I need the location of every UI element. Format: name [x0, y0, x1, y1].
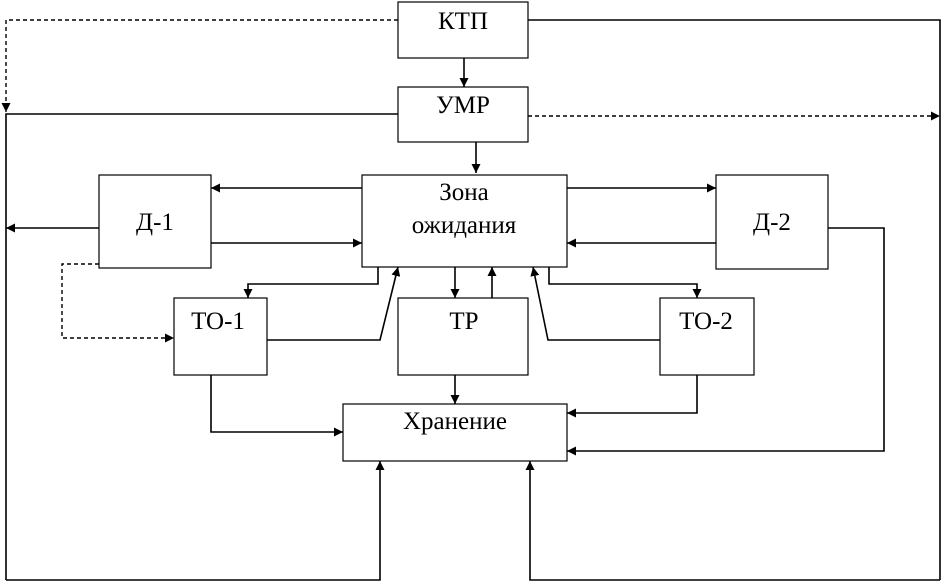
- to1-box: [173, 297, 268, 376]
- arrow-zone-to2: [548, 267, 702, 298]
- arrow-to1-zone: [267, 266, 401, 341]
- d1-label: Д-1: [136, 209, 174, 236]
- dashed-ktp-left: [1, 19, 398, 112]
- d2-box: [715, 174, 829, 270]
- line-ktp-right: [528, 19, 941, 580]
- arrow-to1-storage: [210, 375, 343, 437]
- waiting-zone-label-2: ожидания: [412, 212, 517, 239]
- arrow-zone-to1: [243, 267, 379, 298]
- tr-box: [397, 297, 529, 376]
- storage-label: Хранение: [403, 408, 507, 435]
- dashed-d1-to1: [61, 263, 174, 343]
- line-umr-left: [5, 113, 398, 580]
- arrow-d2-storage: [567, 227, 885, 456]
- to1-label: ТО-1: [191, 308, 245, 335]
- to2-box: [659, 297, 755, 376]
- arrow-to2-zone: [530, 266, 660, 341]
- arrow-to2-storage: [567, 375, 698, 418]
- umr-label: УМР: [436, 92, 490, 119]
- waiting-zone-label-1: Зона: [439, 179, 489, 206]
- arrow-right-storage: [525, 461, 940, 581]
- to2-label: ТО-2: [679, 308, 733, 335]
- ktp-box: [397, 1, 529, 59]
- tr-label: ТР: [449, 308, 478, 335]
- ktp-label: КТП: [438, 8, 488, 35]
- d1-box: [98, 174, 212, 269]
- arrow-left-storage: [6, 461, 385, 581]
- umr-box: [397, 86, 529, 143]
- d2-label: Д-2: [753, 209, 791, 236]
- waiting-zone-box: [361, 174, 568, 268]
